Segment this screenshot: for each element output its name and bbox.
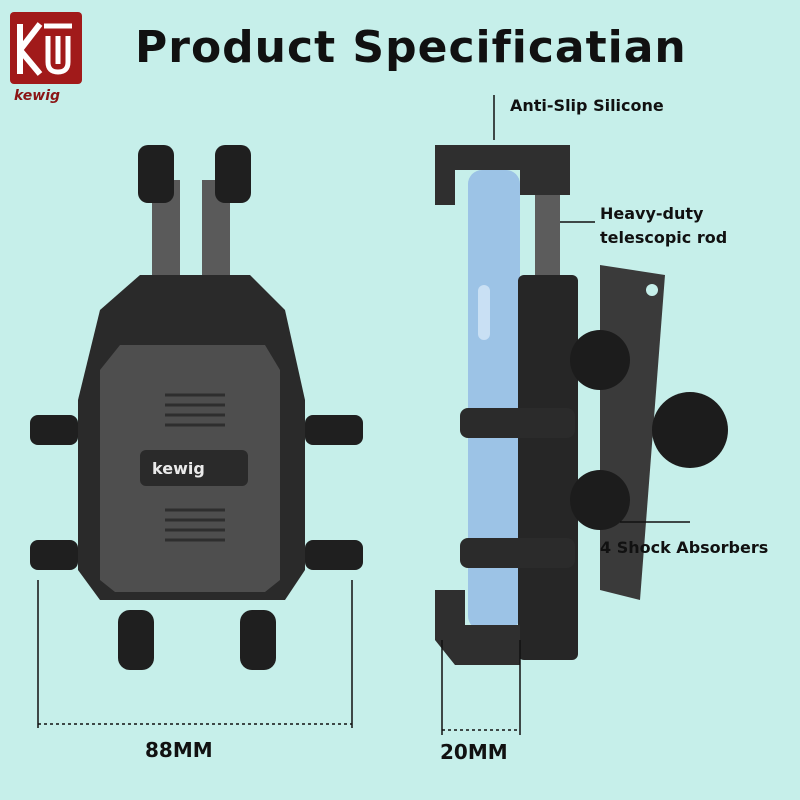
dimension-depth: 20MM [440,740,508,764]
product-badge: kewig [152,459,205,478]
callout-shock: 4 Shock Absorbers [600,538,769,557]
callout-anti-slip: Anti-Slip Silicone [510,96,664,115]
logo-mark [10,12,82,84]
page-title: Product Specificatian [135,22,687,73]
side-view [435,95,728,735]
callout-rod-line2: telescopic rod [600,228,728,247]
brand-logo: kewig [10,12,86,104]
dimension-width: 88MM [145,738,213,762]
front-view: kewig [30,145,363,728]
callout-rod-line1: Heavy-duty [600,204,704,223]
logo-wordmark: kewig [14,88,61,104]
